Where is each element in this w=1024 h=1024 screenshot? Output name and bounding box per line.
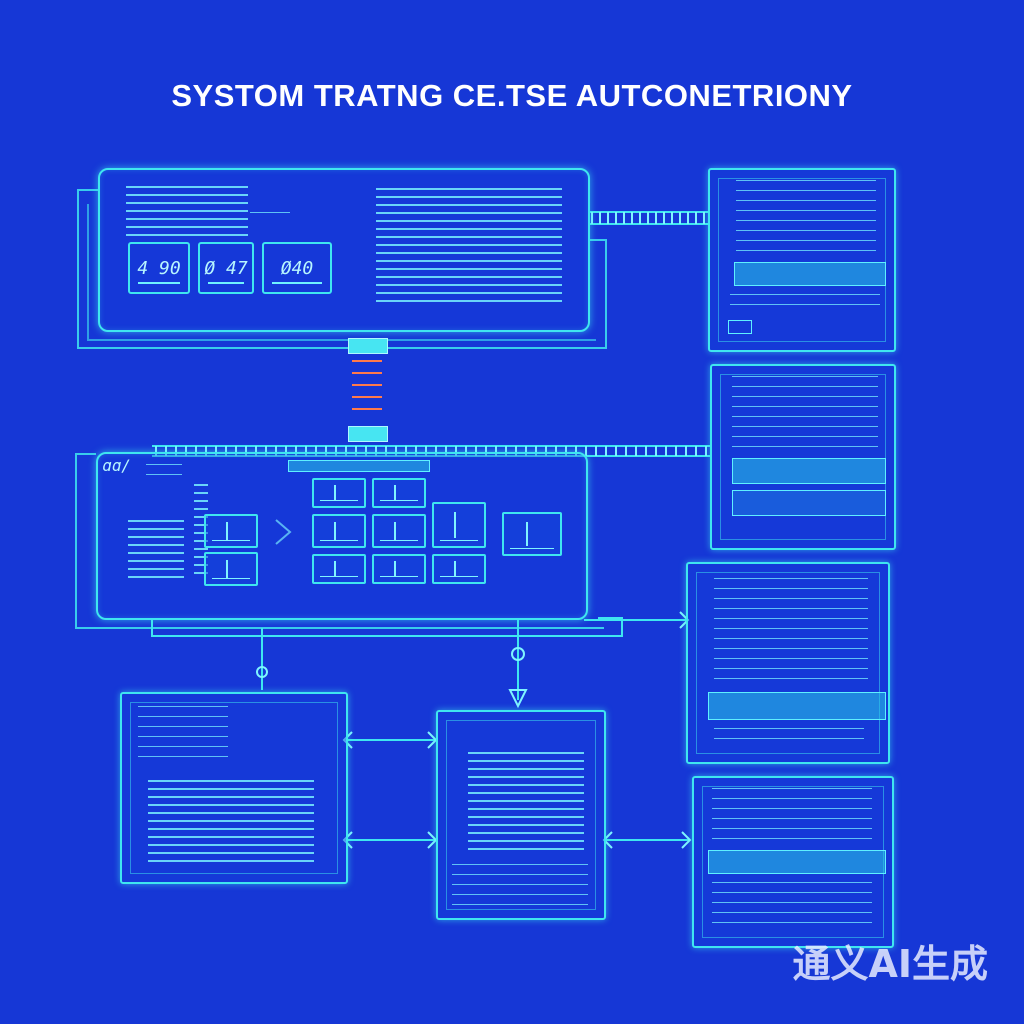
middle-control-panel: ɑɑ/ — [96, 452, 588, 620]
diagram-title: SYSTOM TRATNG CE.TSE AUTCONETRIONY — [171, 78, 853, 113]
panel-label: ɑɑ/ — [102, 456, 131, 475]
module-cell — [204, 552, 258, 586]
log-document-1 — [708, 168, 896, 352]
text-rule — [250, 212, 290, 216]
top-control-panel: 4 90 Ø 47 Ø40 — [98, 168, 590, 332]
readout-value: Ø40 — [280, 258, 314, 279]
status-list-left — [128, 520, 184, 580]
module-cell — [432, 554, 486, 584]
label-text — [146, 464, 182, 476]
text-block — [126, 186, 248, 236]
module-cell — [312, 478, 366, 508]
readout-meter-1: 4 90 — [128, 242, 190, 294]
readout-value: 4 90 — [137, 258, 181, 279]
watermark: 通义AI生成 — [792, 942, 988, 986]
header-bar — [288, 460, 430, 472]
log-document-4 — [692, 776, 894, 948]
coil-connector — [348, 338, 388, 442]
log-block — [376, 188, 562, 308]
module-cell — [432, 502, 486, 548]
module-cell — [312, 554, 366, 584]
log-document-2 — [710, 364, 896, 550]
readout-meter-2: Ø 47 — [198, 242, 254, 294]
report-document-center — [436, 710, 606, 920]
module-cell — [312, 514, 366, 548]
readout-value: Ø 47 — [204, 258, 248, 279]
report-document-left — [120, 692, 348, 884]
module-cell — [372, 514, 426, 548]
output-cell — [502, 512, 562, 556]
module-cell — [372, 554, 426, 584]
log-document-3 — [686, 562, 890, 764]
ladder-rungs — [155, 212, 707, 456]
module-cell — [372, 478, 426, 508]
module-cell — [204, 514, 258, 548]
readout-meter-3: Ø40 — [262, 242, 332, 294]
